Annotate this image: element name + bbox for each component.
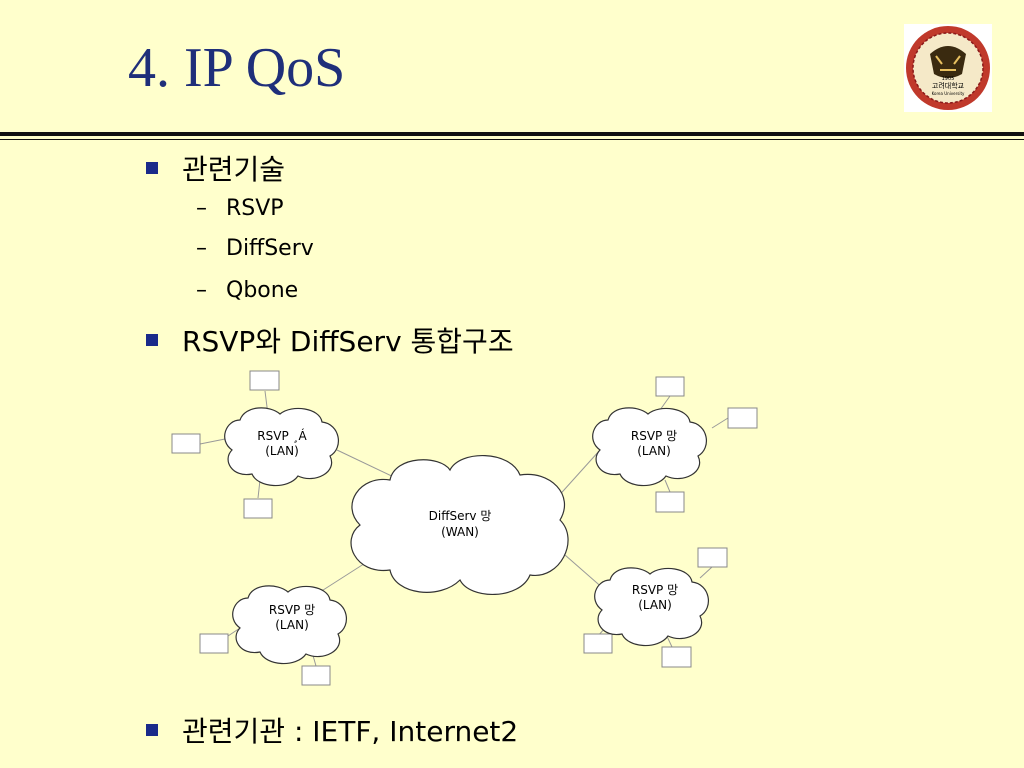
dash-icon: – [196,196,207,221]
link-wan-lan-br [564,554,606,591]
host-box [243,498,273,519]
link-tl-bottom [257,479,261,499]
link-wan-lan-tr [554,449,601,501]
cloud-lan-br-label-1: RSVP 망 [632,583,678,597]
sub-item-diffserv: – DiffServ [196,236,314,261]
logo-english-name: Korea University [932,91,965,96]
sub-item-diffserv-text: DiffServ [226,236,314,261]
sub-item-qbone-text: Qbone [226,278,299,303]
cloud-lan-tr-label-2: (LAN) [637,444,671,458]
host-box [727,407,758,429]
dash-icon: – [196,236,207,261]
link-tr-right [711,417,729,429]
cloud-lan-bl-label-2: (LAN) [275,618,309,632]
host-box [171,433,201,454]
host-box [697,547,728,568]
host-box [655,491,685,513]
link-bl-left [227,627,241,637]
title-rule-thin [0,139,1024,140]
dash-icon: – [196,278,207,303]
bullet-related-tech: 관련기술 [146,148,285,188]
bullet-integration: RSVP와 DiffServ 통합구조 [146,320,514,360]
link-tr-top [659,395,671,411]
korea-university-logo: 1905 고려대학교 Korea University [904,24,992,112]
cloud-lan-bottom-right: RSVP 망 (LAN) [594,567,709,647]
cloud-lan-top-right: RSVP 망 (LAN) [592,407,707,487]
cloud-lan-bl-label-1: RSVP 망 [269,603,315,617]
bullet-organizations-text: 관련기관 : IETF, Internet2 [182,715,519,748]
host-box [199,633,229,654]
logo-year: 1905 [942,76,955,82]
cloud-wan-label-1: DiffServ 망 [429,509,492,523]
bullet-integration-text: RSVP와 DiffServ 통합구조 [182,325,514,358]
bullet-related-tech-text: 관련기술 [182,153,286,186]
cloud-lan-br-label-2: (LAN) [638,598,672,612]
cloud-lan-tl-label-1: RSVP ¸Á [257,428,307,443]
bullet-square-icon [146,162,158,174]
link-br-top [699,566,713,579]
slide-title: 4. IP QoS [128,37,346,99]
bullet-square-icon [146,724,158,736]
sub-item-rsvp-text: RSVP [226,196,284,221]
link-wan-lan-tl [336,449,401,481]
cloud-lan-bottom-left: RSVP 망 (LAN) [232,585,347,665]
logo-korean-name: 고려대학교 [932,81,965,90]
host-box [661,646,692,668]
host-box [249,370,280,391]
link-wan-lan-bl [319,559,371,593]
host-box [301,665,331,686]
title-rule-thick [0,132,1024,136]
host-box [583,633,613,654]
sub-item-qbone: – Qbone [196,278,298,303]
cloud-wan: DiffServ 망 (WAN) [350,455,569,595]
cloud-lan-top-left: RSVP ¸Á (LAN) [224,407,339,487]
cloud-lan-tr-label-1: RSVP 망 [631,429,677,443]
cloud-lan-tl-label-2: (LAN) [265,444,299,458]
bullet-organizations: 관련기관 : IETF, Internet2 [146,710,518,750]
host-box [655,376,685,397]
link-tr-bottom [664,479,671,493]
sub-item-rsvp: – RSVP [196,196,284,221]
bullet-square-icon [146,334,158,346]
cloud-wan-label-2: (WAN) [441,525,479,539]
